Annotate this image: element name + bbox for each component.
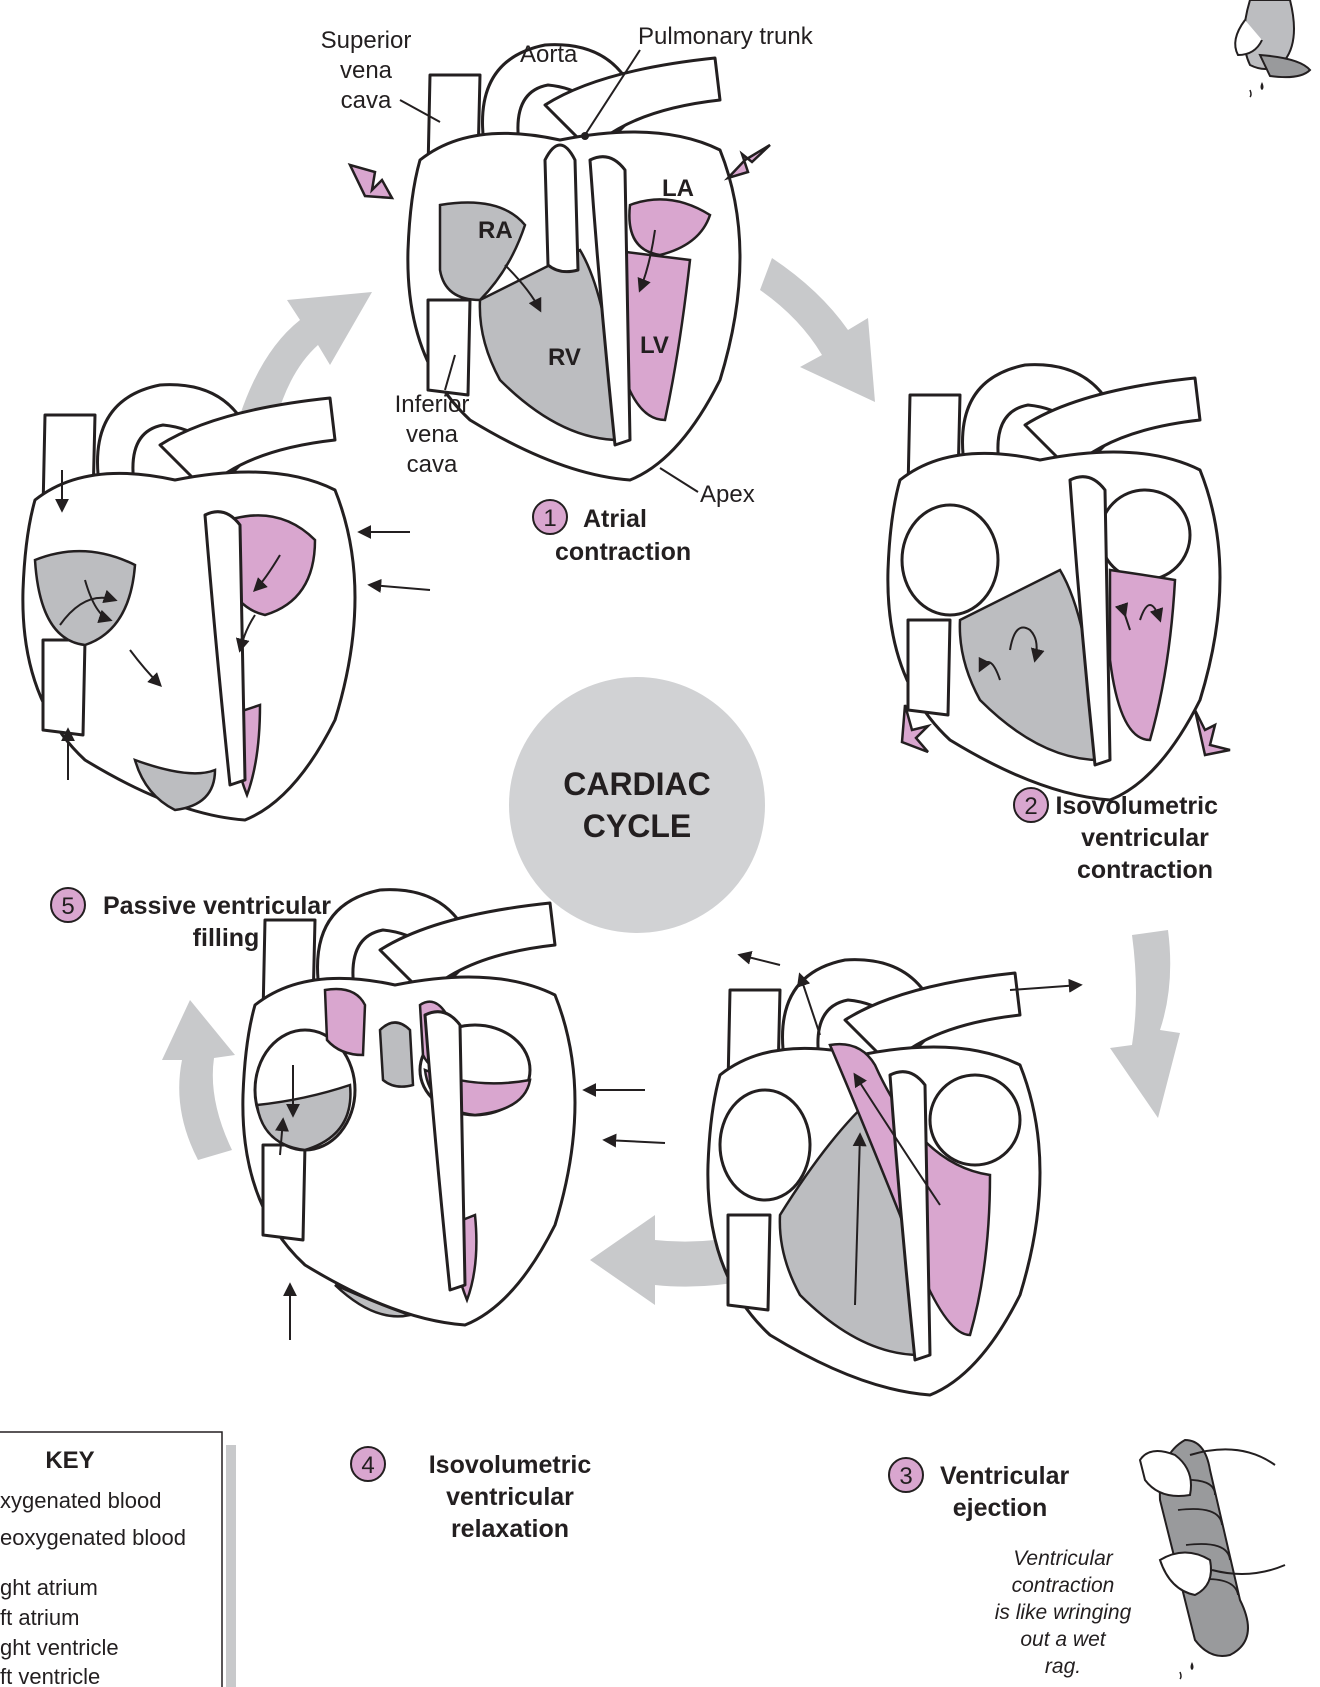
stage-label-1: 1 Atrial contraction bbox=[533, 500, 691, 566]
note-line-1: Ventricular bbox=[1013, 1547, 1114, 1570]
stage-title-4-line-3: relaxation bbox=[451, 1515, 569, 1543]
stage-label-4: 4 Isovolumetric ventricular relaxation bbox=[351, 1447, 591, 1543]
cycle-arrow-4-to-5 bbox=[162, 1000, 235, 1160]
stage-title-5-line-1: Passive ventricular bbox=[103, 892, 331, 920]
cycle-arrow-1-to-2 bbox=[760, 258, 875, 402]
label-inferior-vena-cava-3: cava bbox=[407, 451, 458, 478]
stage-label-3: 3 Ventricular ejection bbox=[889, 1458, 1069, 1522]
inferior-vena-cava bbox=[428, 300, 470, 395]
wringing-rag-illustration-bottom bbox=[1140, 1440, 1285, 1679]
heart-passive-filling bbox=[23, 385, 355, 820]
label-superior-vena-cava-3: cava bbox=[341, 87, 392, 114]
label-superior-vena-cava-2: vena bbox=[340, 57, 393, 84]
stage-title-3-line-1: Ventricular bbox=[940, 1462, 1069, 1490]
stage-title-1-line-1: Atrial bbox=[583, 505, 647, 533]
stage-number-4: 4 bbox=[361, 1452, 374, 1479]
key-row-left-ventricle: ft ventricle bbox=[0, 1664, 100, 1687]
wringing-rag-illustration-top bbox=[1235, 0, 1310, 97]
stage-title-2-line-2: ventricular bbox=[1081, 824, 1209, 852]
stage-number-1: 1 bbox=[543, 505, 556, 532]
label-ra: RA bbox=[478, 217, 513, 244]
label-inferior-vena-cava-2: vena bbox=[406, 421, 459, 448]
stage-number-2: 2 bbox=[1024, 793, 1037, 820]
stage-title-4-line-1: Isovolumetric bbox=[429, 1451, 592, 1479]
squeeze-arrow-right bbox=[728, 145, 770, 178]
note-line-2: contraction bbox=[1012, 1574, 1115, 1597]
heart-isovolumetric-relaxation bbox=[243, 890, 575, 1325]
note-line-4: out a wet bbox=[1020, 1628, 1106, 1651]
stage-title-3-line-2: ejection bbox=[953, 1494, 1047, 1522]
stage-title-2-line-3: contraction bbox=[1077, 856, 1213, 884]
key-row-left-atrium: ft atrium bbox=[0, 1605, 79, 1630]
note-line-5: rag. bbox=[1045, 1655, 1081, 1678]
leader-apex bbox=[660, 468, 698, 492]
key-row-oxygenated: xygenated blood bbox=[0, 1488, 161, 1513]
stage-title-4-line-2: ventricular bbox=[446, 1483, 574, 1511]
center-title-line-2: CYCLE bbox=[583, 808, 691, 844]
heart-ventricular-ejection bbox=[708, 955, 1080, 1395]
stage-title-1-line-2: contraction bbox=[555, 538, 691, 566]
stage-label-2: 2 Isovolumetric ventricular contraction bbox=[1014, 788, 1218, 884]
wringing-note: Ventricular contraction is like wringing… bbox=[995, 1547, 1132, 1678]
stage-number-5: 5 bbox=[61, 893, 74, 920]
label-la: LA bbox=[662, 175, 694, 202]
center-title-line-1: CARDIAC bbox=[563, 766, 711, 802]
squeeze-arrow-left bbox=[350, 165, 392, 198]
leader-dot-pulmonary-trunk bbox=[581, 132, 589, 140]
label-pulmonary-trunk: Pulmonary trunk bbox=[638, 23, 814, 50]
key-legend: KEY xygenated blood eoxygenated blood gh… bbox=[0, 1432, 236, 1687]
heart-isovolumetric-contraction bbox=[888, 365, 1230, 800]
key-row-right-atrium: ght atrium bbox=[0, 1575, 98, 1600]
label-rv: RV bbox=[548, 344, 581, 371]
stage-number-3: 3 bbox=[899, 1463, 912, 1490]
note-line-3: is like wringing bbox=[995, 1601, 1132, 1624]
key-row-deoxygenated: eoxygenated blood bbox=[0, 1525, 186, 1550]
label-apex: Apex bbox=[700, 481, 755, 508]
label-superior-vena-cava-1: Superior bbox=[321, 27, 412, 54]
label-aorta: Aorta bbox=[520, 41, 578, 68]
key-heading: KEY bbox=[45, 1447, 94, 1474]
key-row-right-ventricle: ght ventricle bbox=[0, 1635, 119, 1660]
stage-title-2-line-1: Isovolumetric bbox=[1055, 792, 1218, 820]
center-circle: CARDIAC CYCLE bbox=[509, 677, 765, 933]
label-inferior-vena-cava-1: Inferior bbox=[395, 391, 470, 418]
stage-title-5-line-2: filling bbox=[193, 924, 260, 952]
pulmonary-valve bbox=[545, 145, 578, 272]
key-shadow bbox=[226, 1445, 236, 1687]
label-lv: LV bbox=[640, 332, 669, 359]
cycle-arrow-2-to-3 bbox=[1110, 930, 1180, 1118]
